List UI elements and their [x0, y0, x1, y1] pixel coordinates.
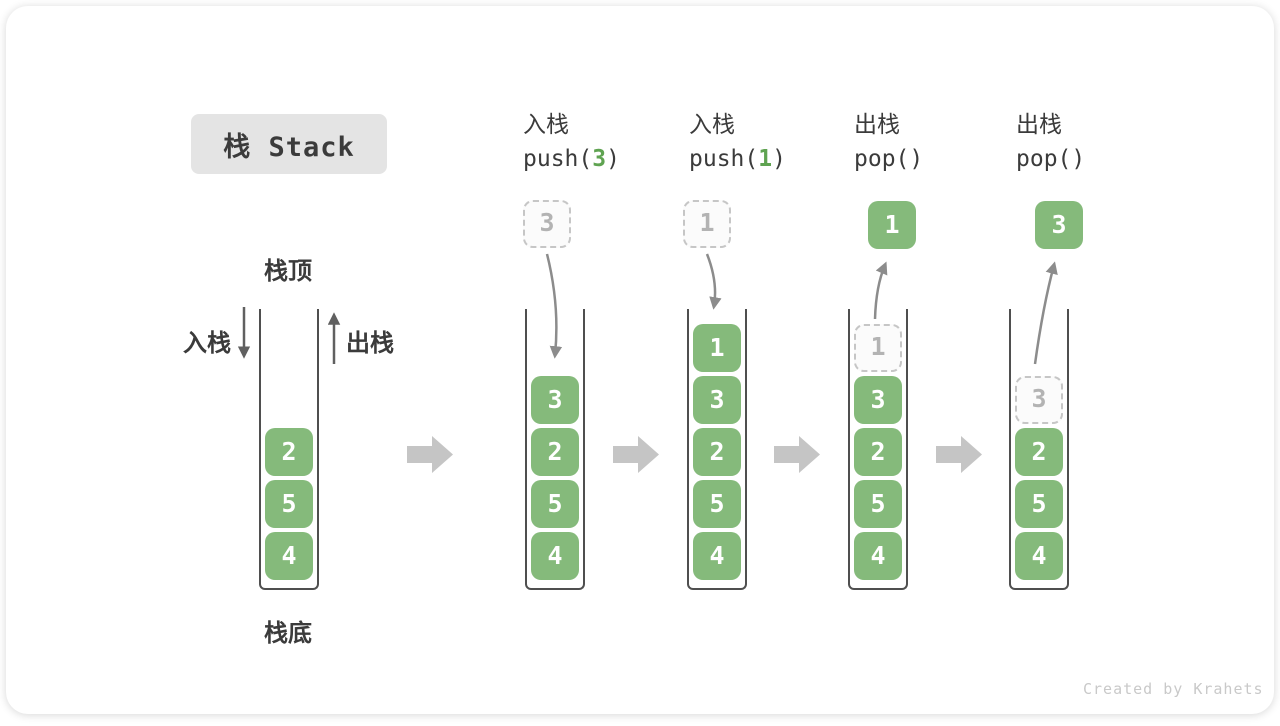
stack-cell: 4 [693, 532, 741, 580]
stack-container-after-pop-1: 1 3 2 5 4 [848, 309, 908, 590]
stack-cell: 2 [531, 428, 579, 476]
next-step-arrow-icon [407, 436, 453, 473]
incoming-value-box: 3 [523, 200, 571, 248]
stack-top-label: 栈顶 [264, 257, 312, 285]
stack-cell: 4 [265, 532, 313, 580]
ghost-cell: 1 [854, 324, 902, 372]
operation-label: 出栈 [854, 112, 900, 138]
stack-cell: 3 [854, 376, 902, 424]
stack-cell: 5 [1015, 480, 1063, 528]
stack-cell: 4 [854, 532, 902, 580]
operation-code: pop() [1016, 146, 1086, 172]
stack-bottom-label: 栈底 [264, 619, 312, 647]
popped-value-box: 3 [1035, 201, 1083, 249]
operation-label: 入栈 [523, 112, 569, 138]
watermark: Created by Krahets [1083, 680, 1264, 698]
stack-cell: 2 [1015, 428, 1063, 476]
stack-cell: 5 [693, 480, 741, 528]
next-step-arrow-icon [936, 436, 982, 473]
operation-code: push(1) [689, 146, 786, 172]
ghost-cell: 3 [1015, 376, 1063, 424]
operation-label: 出栈 [1016, 112, 1062, 138]
operation-code: pop() [854, 146, 924, 172]
next-step-arrow-icon [774, 436, 820, 473]
col-header-push-1: 入栈 push(1) [689, 108, 786, 176]
diagram-card: 栈 Stack 入栈 push(3) 入栈 push(1) 出栈 pop() 出… [6, 6, 1274, 714]
stack-cell: 4 [531, 532, 579, 580]
stack-cell: 3 [693, 376, 741, 424]
stack-cell: 2 [693, 428, 741, 476]
pop-side-label: 出栈 [346, 329, 394, 357]
stack-cell: 2 [265, 428, 313, 476]
incoming-value-box: 1 [683, 200, 731, 248]
push-arg: 1 [758, 146, 773, 172]
stack-container-initial: 2 5 4 [259, 309, 319, 590]
col-header-pop-2: 出栈 pop() [1016, 108, 1085, 176]
push-arg: 3 [592, 146, 607, 172]
stack-cell: 4 [1015, 532, 1063, 580]
col-header-push-3: 入栈 push(3) [523, 108, 620, 176]
stack-cell: 5 [854, 480, 902, 528]
stack-cell: 5 [531, 480, 579, 528]
push-1-curve-arrow-icon [705, 253, 722, 310]
stack-container-after-push-1: 1 3 2 5 4 [687, 309, 747, 590]
stack-cell: 1 [693, 324, 741, 372]
next-step-arrow-icon [613, 436, 659, 473]
stack-container-after-pop-3: 3 2 5 4 [1009, 309, 1069, 590]
stack-container-after-push-3: 3 2 5 4 [525, 309, 585, 590]
operation-code: push(3) [523, 146, 620, 172]
stack-cell: 5 [265, 480, 313, 528]
title-badge: 栈 Stack [191, 114, 387, 174]
title-text: 栈 Stack [223, 131, 355, 163]
col-header-pop-1: 出栈 pop() [854, 108, 923, 176]
stack-cell: 3 [531, 376, 579, 424]
popped-value-box: 1 [868, 201, 916, 249]
stack-cell: 2 [854, 428, 902, 476]
push-side-label: 入栈 [183, 329, 231, 357]
operation-label: 入栈 [689, 112, 735, 138]
